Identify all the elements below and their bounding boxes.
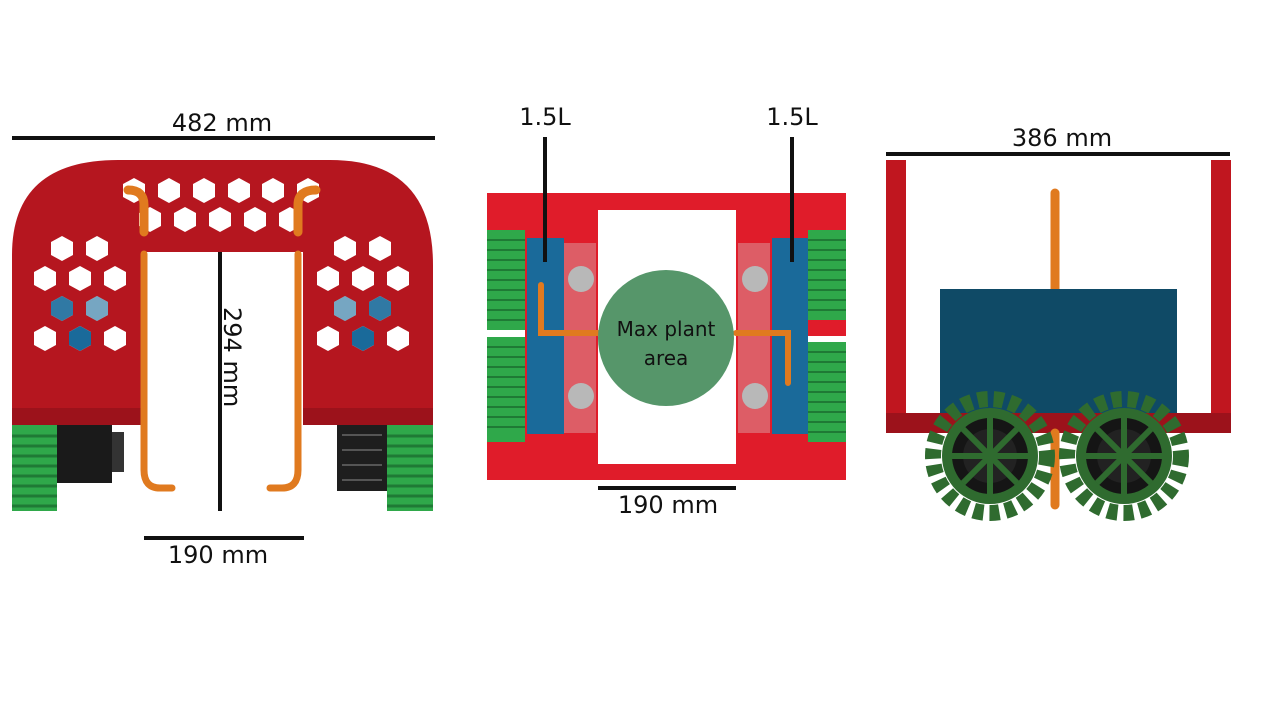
top-pipes [538,282,791,386]
top-right-track-rear [808,342,846,442]
side-front-wheel [925,391,1055,521]
front-width-label: 482 mm [172,109,272,137]
top-right-track-front [808,230,846,320]
side-width-label: 386 mm [1012,124,1112,152]
top-pump-4 [742,383,768,409]
front-pipes [123,185,321,492]
top-plant-area-label-line2: area [644,346,689,370]
top-gap-label: 190 mm [618,491,718,519]
top-pump-2 [568,383,594,409]
top-pump-1 [568,266,594,292]
side-rear-wheel [1059,391,1189,521]
front-left-track [12,425,57,511]
top-max-plant-area [598,270,734,406]
top-left-tank-label: 1.5L [519,103,571,131]
front-gap-label: 190 mm [168,541,268,569]
front-height-label: 294 mm [218,307,246,407]
front-right-track [387,425,433,511]
side-water-tank [940,289,1177,415]
top-left-track-rear [487,337,525,442]
front-chassis-plate [12,160,433,425]
front-left-motor [57,425,112,483]
front-tank-visible [51,296,391,351]
top-view: 1.5L 1.5L [487,103,846,519]
top-pump-3 [742,266,768,292]
top-plant-area-label-line1: Max plant [617,317,716,341]
side-left-upright [886,160,906,416]
side-view: 386 mm [886,124,1231,521]
top-left-track-front [487,230,525,330]
top-right-tank-label: 1.5L [766,103,818,131]
side-right-upright [1211,160,1231,416]
front-view: 482 mm [12,109,435,569]
